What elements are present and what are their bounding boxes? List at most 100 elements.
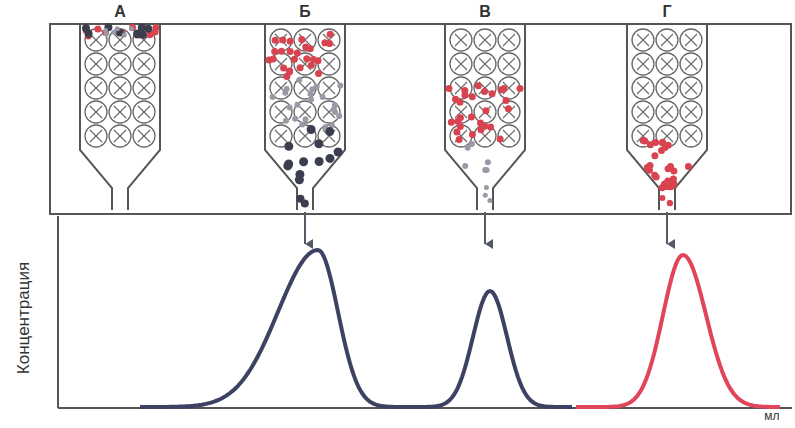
bead-pore xyxy=(637,34,649,46)
molecule-dot xyxy=(457,99,464,106)
bead-pore xyxy=(479,34,491,46)
molecule-dot xyxy=(94,25,101,32)
gel-bead xyxy=(632,101,654,123)
molecule-dot xyxy=(337,82,343,88)
molecule-dot xyxy=(295,170,304,179)
molecule-dot xyxy=(296,77,302,83)
molecule-dot xyxy=(283,118,289,124)
molecule-dot xyxy=(465,145,471,151)
gel-bead xyxy=(680,53,702,75)
flow-arrow xyxy=(484,212,486,244)
bead-pore xyxy=(479,58,491,70)
molecule-dot xyxy=(298,36,305,43)
gel-bead xyxy=(450,29,472,51)
gel-bead xyxy=(680,125,702,147)
molecule-dot xyxy=(482,167,488,173)
molecule-dot xyxy=(315,70,322,77)
molecule-dot xyxy=(326,154,335,163)
molecule-dot xyxy=(303,116,309,122)
gel-bead xyxy=(474,29,496,51)
gel-bead xyxy=(498,29,520,51)
column-letter: Г xyxy=(662,3,671,21)
molecule-dot xyxy=(457,114,464,121)
bead-pore xyxy=(503,58,515,70)
molecule-dot xyxy=(332,109,338,115)
column-wall xyxy=(80,24,160,210)
gel-bead xyxy=(294,125,316,147)
molecule-dot xyxy=(271,48,278,55)
bead-pore xyxy=(275,130,287,142)
molecule-dot xyxy=(483,193,488,198)
molecule-dot xyxy=(481,123,488,130)
molecule-dot xyxy=(651,152,658,159)
bead-pore xyxy=(479,106,491,118)
molecule-dot xyxy=(325,127,334,136)
flow-arrow xyxy=(666,212,668,244)
column-wall xyxy=(265,24,345,210)
molecule-dot xyxy=(308,97,314,103)
bead-pore xyxy=(323,82,335,94)
molecule-dot xyxy=(327,31,334,38)
bead-pore xyxy=(685,130,697,142)
gel-bead xyxy=(656,29,678,51)
bead-pore xyxy=(503,34,515,46)
molecule-dot xyxy=(315,57,322,64)
molecule-dot xyxy=(462,163,468,169)
bead-pore xyxy=(661,58,673,70)
molecule-dot xyxy=(665,183,672,190)
molecule-dot xyxy=(82,24,90,32)
molecule-dot xyxy=(286,68,293,75)
axis-title: Концентрация xyxy=(15,262,34,374)
bead-pore xyxy=(90,106,102,118)
molecule-dot xyxy=(503,97,510,104)
molecule-dot xyxy=(314,139,323,148)
molecule-dot xyxy=(498,86,505,93)
bead-pore xyxy=(90,130,102,142)
gel-bead xyxy=(270,77,292,99)
molecule-dot xyxy=(332,102,338,108)
gel-bead xyxy=(270,101,292,123)
molecule-dot xyxy=(284,142,293,151)
gel-bead xyxy=(656,77,678,99)
bead-pore xyxy=(114,130,126,142)
gel-bead xyxy=(109,101,131,123)
gel-bead xyxy=(498,101,520,123)
bead-pore xyxy=(455,34,467,46)
molecule-dot xyxy=(134,31,142,39)
molecule-dot xyxy=(667,163,674,170)
bead-pore xyxy=(661,34,673,46)
molecule-dot xyxy=(104,32,109,37)
molecule-dot xyxy=(448,119,455,126)
bead-pore xyxy=(138,130,150,142)
bead-pore xyxy=(685,34,697,46)
molecule-dot xyxy=(279,37,286,44)
molecule-dot xyxy=(667,200,673,206)
gel-bead xyxy=(474,77,496,99)
gel-bead xyxy=(632,77,654,99)
molecule-dot xyxy=(329,122,335,128)
molecule-dot xyxy=(487,198,492,203)
column-wall xyxy=(627,24,707,210)
gel-bead xyxy=(109,53,131,75)
gel-bead xyxy=(632,29,654,51)
molecule-dot xyxy=(321,39,328,46)
molecule-dot xyxy=(292,116,298,122)
column-letter: А xyxy=(114,3,126,21)
molecule-dot xyxy=(483,107,490,114)
panel-frame xyxy=(50,24,791,214)
molecule-dot xyxy=(662,144,669,151)
molecule-dot xyxy=(122,32,127,37)
gel-bead xyxy=(85,77,107,99)
column-letter: Б xyxy=(299,3,311,21)
bead-pore xyxy=(114,58,126,70)
molecule-dot xyxy=(303,55,310,62)
molecule-dot xyxy=(453,129,460,136)
gel-bead xyxy=(133,125,155,147)
gel-bead xyxy=(85,125,107,147)
bead-pore xyxy=(637,106,649,118)
molecule-dot xyxy=(270,55,277,62)
molecule-dot xyxy=(517,85,524,92)
bead-pore xyxy=(685,58,697,70)
molecule-dot xyxy=(270,94,276,100)
gel-bead xyxy=(680,77,702,99)
